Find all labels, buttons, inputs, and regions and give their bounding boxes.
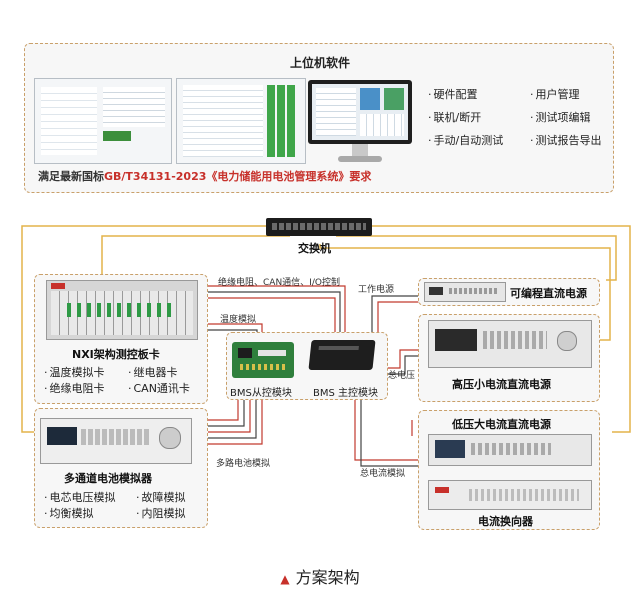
software-features-right: 用户管理 测试项编辑 测试报告导出 (530, 86, 602, 148)
reverser-label: 电流换向器 (478, 515, 533, 528)
monitor-icon (308, 80, 412, 166)
battery-sim-title: 多通道电池模拟器 (64, 472, 152, 485)
battery-simulator-device (40, 418, 192, 464)
prog-psu-device (424, 282, 506, 302)
standard-code: GB/T34131-2023 (104, 170, 207, 183)
hv-psu-label: 高压小电流直流电源 (452, 378, 551, 391)
standard-prefix: 满足最新国标 (38, 170, 104, 183)
feature-report-export: 测试报告导出 (530, 132, 602, 148)
bsim-fault: 故障模拟 (136, 489, 186, 505)
feature-connect-disconnect: 联机/断开 (428, 109, 503, 125)
feature-hardware-config: 硬件配置 (428, 86, 503, 102)
nxi-card-temp: 温度模拟卡 (44, 364, 105, 380)
bms-slave-label: BMS从控模块 (230, 388, 292, 399)
hv-psu-device (428, 320, 592, 368)
software-screenshot-1 (34, 78, 172, 164)
switch-label: 交换机 (298, 242, 331, 255)
caption-text: 方案架构 (295, 568, 360, 587)
lv-psu-label: 低压大电流直流电源 (452, 418, 551, 431)
nxi-card-insulation: 绝缘电阻卡 (44, 380, 105, 396)
lv-psu-device (428, 434, 592, 466)
wire-label-temp: 温度模拟 (220, 315, 257, 325)
wire-label-total-i: 总电流模拟 (360, 469, 406, 479)
wire-label-total-v: 总电压 (388, 371, 416, 381)
bsim-balance: 均衡模拟 (44, 505, 94, 521)
standard-suffix: 《电力储能用电池管理系统》要求 (206, 170, 372, 183)
lv-psu-panel (418, 410, 600, 530)
prog-psu-label: 可编程直流电源 (510, 287, 587, 300)
bms-master-box (308, 340, 376, 370)
wire-label-multi: 多路电池模拟 (216, 459, 271, 469)
nxi-card-can: CAN通讯卡 (128, 380, 190, 396)
feature-manual-auto-test: 手动/自动测试 (428, 132, 504, 148)
bms-slave-board (232, 342, 294, 378)
nxi-chassis (46, 280, 198, 340)
wire-label-top: 绝缘电阻、CAN通信、I/O控制 (218, 278, 340, 288)
connection-wires (21, 225, 631, 467)
network-switch (266, 218, 372, 236)
feature-user-management: 用户管理 (530, 86, 602, 102)
wire-label-work-power: 工作电源 (358, 285, 395, 295)
nxi-title: NXI架构测控板卡 (72, 348, 160, 361)
nxi-card-relay: 继电器卡 (128, 364, 178, 380)
bsim-resistance: 内阻模拟 (136, 505, 186, 521)
standard-statement: 满足最新国标GB/T34131-2023《电力储能用电池管理系统》要求 (38, 168, 371, 184)
software-title: 上位机软件 (289, 56, 350, 70)
caption: ▲ 方案架构 (0, 564, 640, 588)
reverser-device (428, 480, 592, 510)
software-features-left: 硬件配置 联机/断开 手动/自动测试 (428, 86, 504, 148)
bms-master-label: BMS 主控模块 (313, 388, 379, 399)
feature-test-item-edit: 测试项编辑 (530, 109, 602, 125)
caption-triangle-icon: ▲ (280, 572, 290, 586)
bsim-cell-voltage: 电芯电压模拟 (44, 489, 116, 505)
software-screenshot-2 (176, 78, 306, 164)
